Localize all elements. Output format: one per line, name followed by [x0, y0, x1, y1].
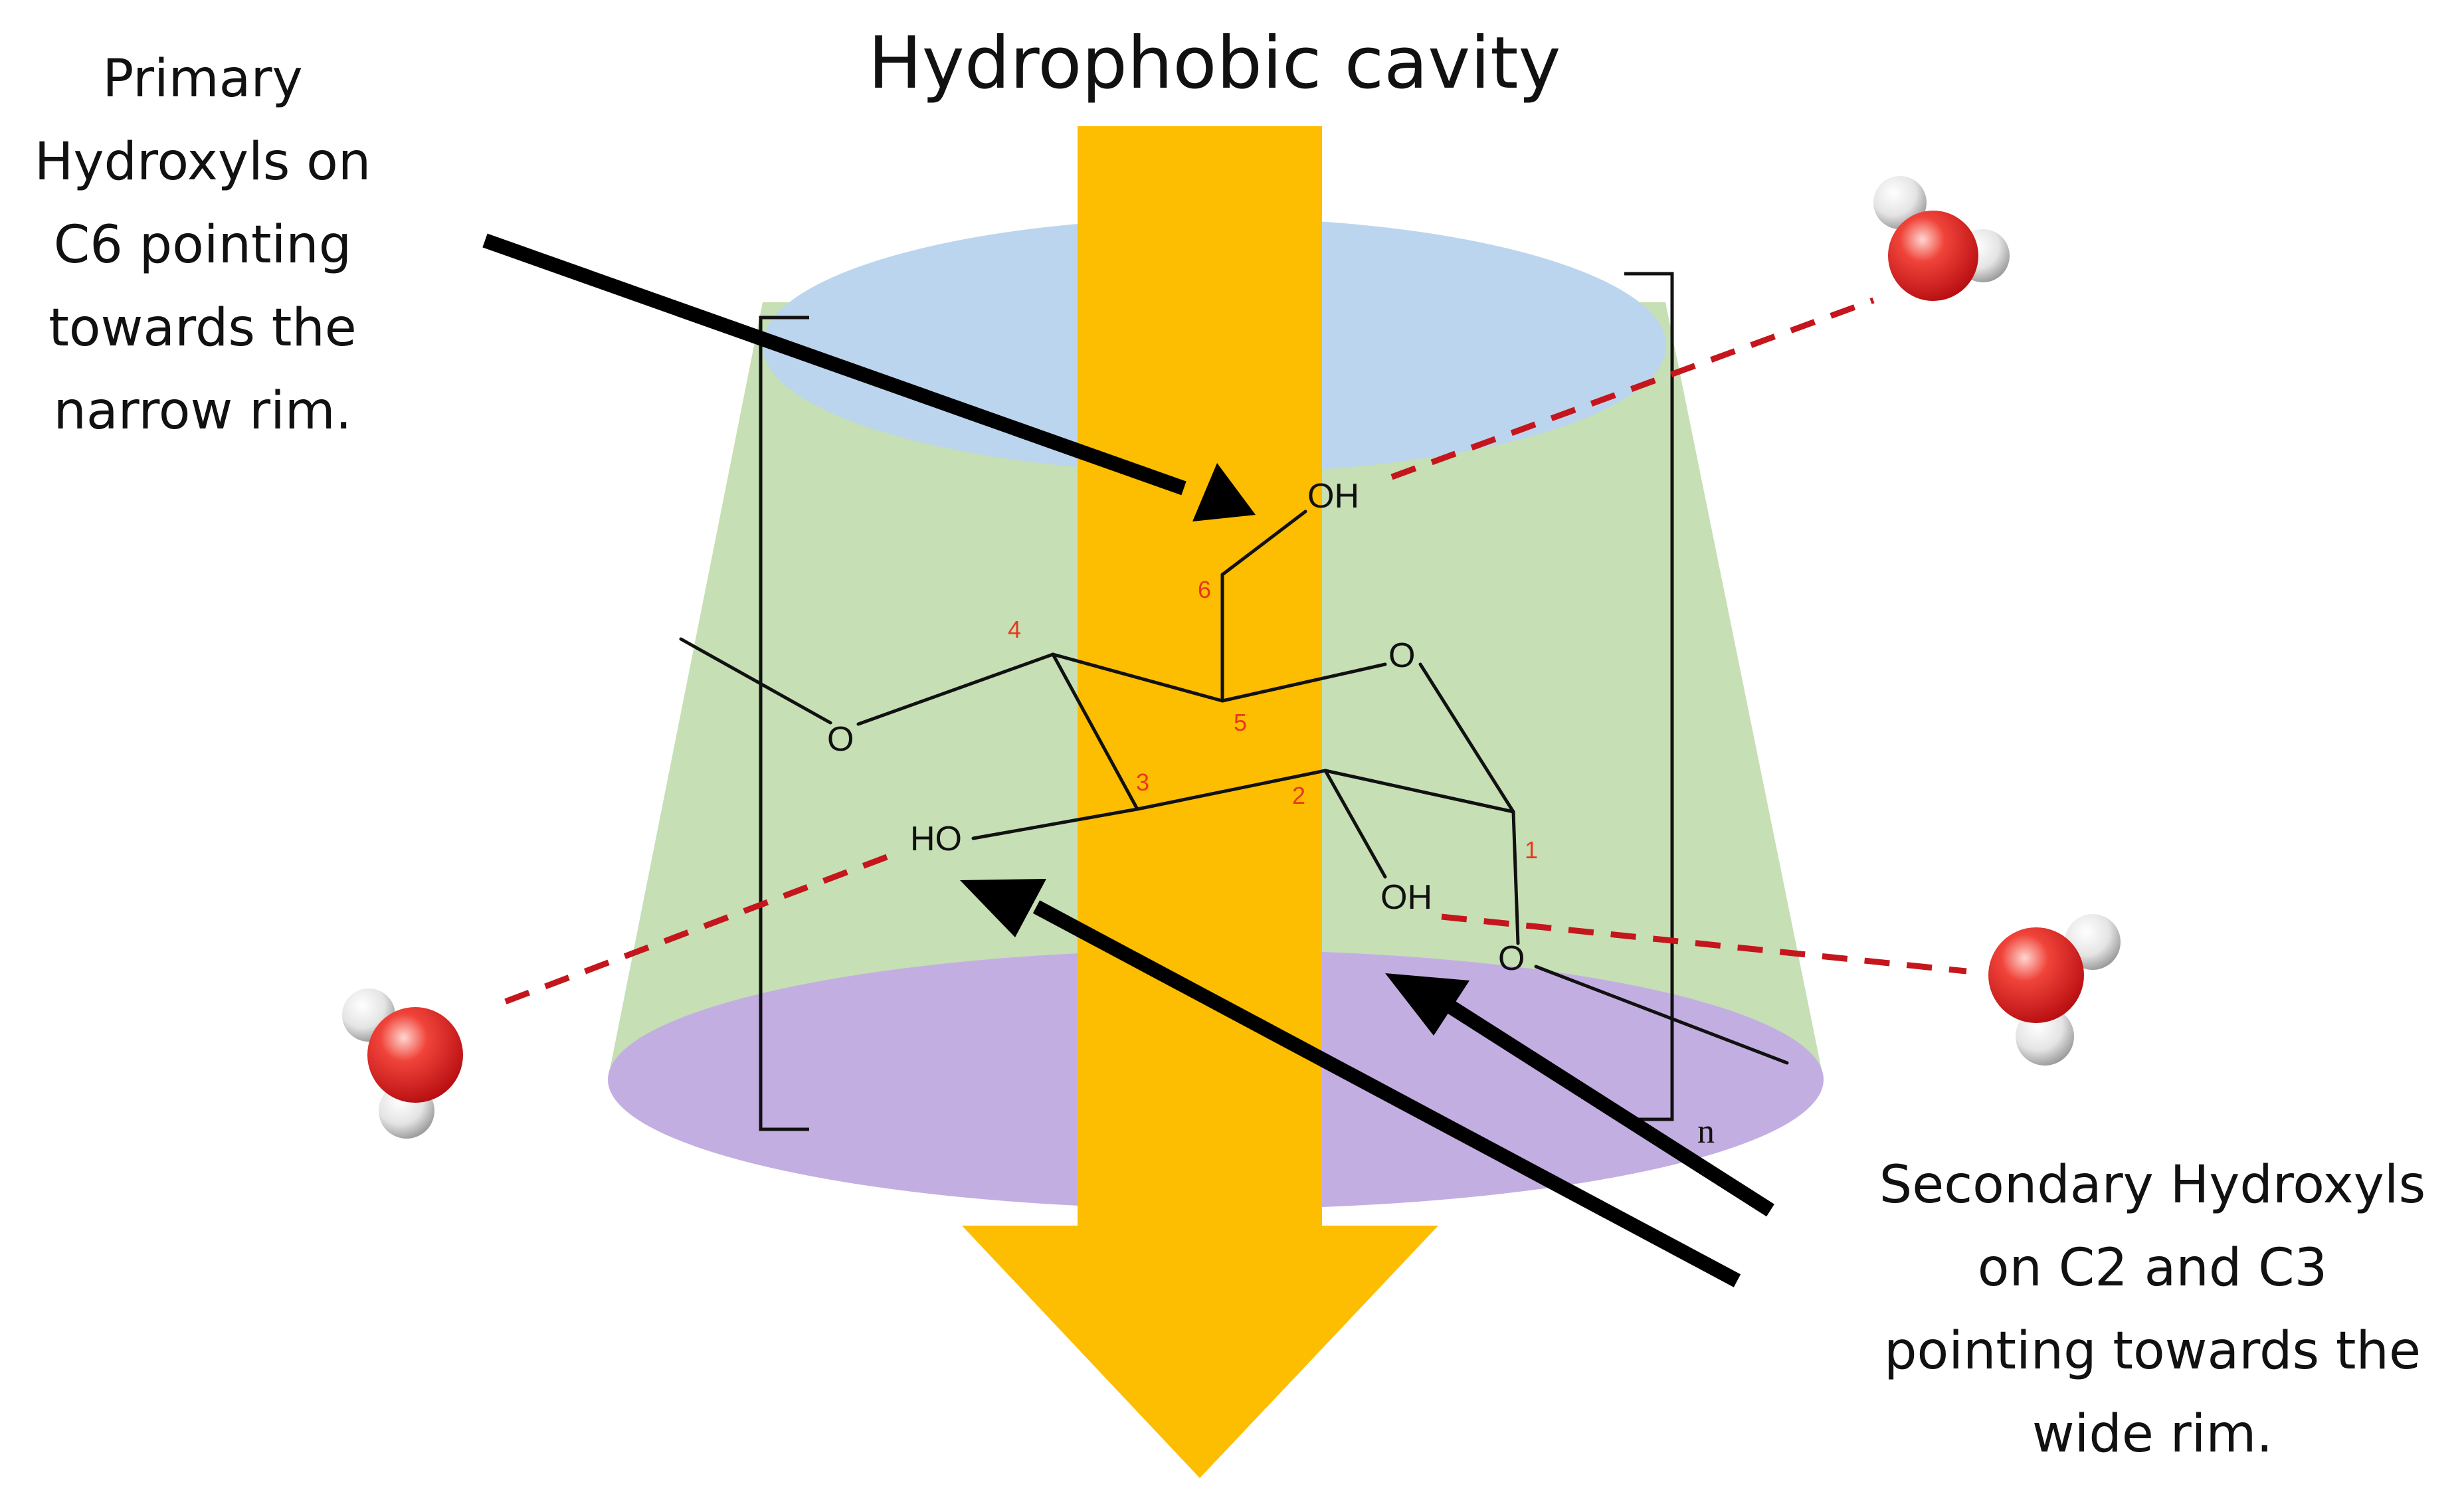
carbon-number-4: 4 — [1008, 616, 1021, 643]
secondary-hydroxyl-label: Secondary Hydroxyls on C2 and C3 pointin… — [1879, 1155, 2426, 1464]
atom-link-oxygen-left: O — [827, 720, 854, 759]
primary-label-line-1: Primary — [102, 49, 302, 109]
right-bracket — [1624, 272, 1674, 1121]
atom-link-oxygen-right: O — [1498, 939, 1525, 978]
secondary-label-line-4: wide rim. — [2032, 1404, 2273, 1464]
carbon-numbers: 6 4 5 3 2 1 — [1008, 576, 1538, 864]
carbon-number-1: 1 — [1525, 836, 1538, 864]
secondary-label-line-1: Secondary Hydroxyls — [1879, 1155, 2426, 1215]
carbon-number-6: 6 — [1198, 576, 1211, 603]
h-bond-c3 — [504, 854, 888, 1005]
primary-label-line-4: towards the — [48, 298, 357, 358]
secondary-label-line-2: on C2 and C3 — [1978, 1238, 2327, 1298]
atom-ho-c3: HO — [910, 820, 962, 858]
repeat-subscript: n — [1697, 1113, 1715, 1151]
water-molecule-top-right — [1873, 176, 2010, 301]
atom-oh-c2: OH — [1380, 878, 1432, 917]
primary-label-line-2: Hydroxyls on — [35, 132, 371, 192]
pointer-arrows — [482, 233, 1774, 1287]
arrow-to-c2-hydroxyl — [1385, 973, 1774, 1217]
primary-hydroxyl-label: Primary Hydroxyls on C6 pointing towards… — [35, 49, 371, 441]
arrow-to-c3-hydroxyl — [960, 879, 1741, 1287]
primary-label-line-3: C6 pointing — [54, 215, 351, 275]
carbon-number-5: 5 — [1234, 709, 1247, 736]
h-bond-c2 — [1441, 913, 1967, 975]
secondary-label-line-3: pointing towards the — [1884, 1321, 2421, 1381]
carbon-number-3: 3 — [1136, 769, 1149, 796]
diagram-title: Hydrophobic cavity — [868, 22, 1561, 105]
hydrogen-bonds — [504, 297, 1967, 1005]
atom-ring-oxygen: O — [1388, 636, 1415, 675]
water-molecule-left — [342, 988, 463, 1139]
repeat-brackets: n — [759, 272, 1715, 1151]
carbon-number-2: 2 — [1292, 782, 1305, 809]
water-molecule-right — [1988, 914, 2121, 1066]
h-bond-c6 — [1390, 297, 1875, 480]
arrow-to-c6-hydroxyl — [482, 233, 1256, 521]
glucose-ring — [679, 510, 1789, 1065]
left-bracket — [759, 316, 809, 1131]
atom-labels: OH O O HO OH O — [827, 477, 1525, 978]
atom-oh-c6: OH — [1307, 477, 1359, 515]
primary-label-line-5: narrow rim. — [53, 381, 351, 441]
